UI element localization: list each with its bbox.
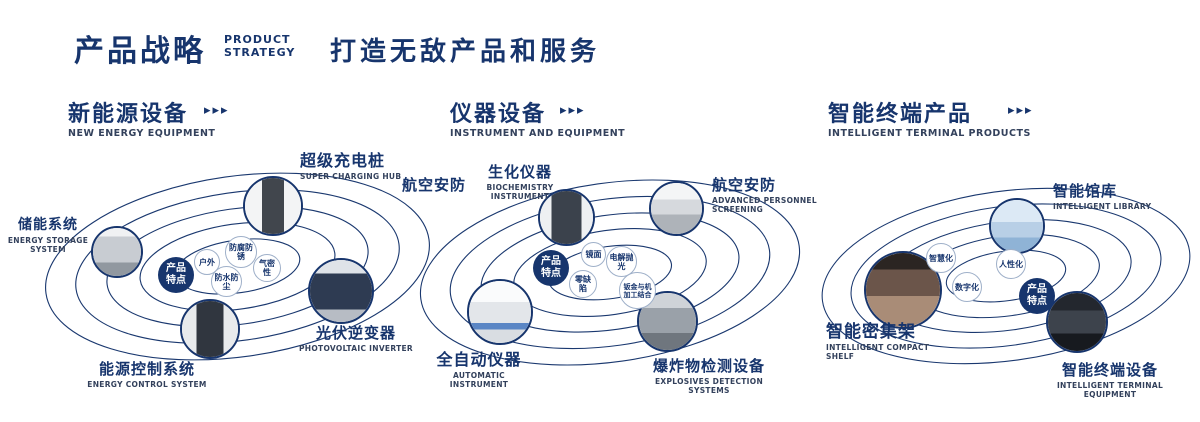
product-label-automatic-instrument: 全自动仪器 AUTOMATIC INSTRUMENT [424,350,534,390]
photovoltaic-inverter-photo [310,260,372,322]
product-circle-energy-control [180,299,240,359]
product-name: 光伏逆变器 [315,324,396,342]
product-circle-intelligent-library [989,198,1045,254]
product-name-en: INTELLIGENT TERMINAL EQUIPMENT [1056,381,1164,399]
product-features-badge: 产品特点 [533,250,569,286]
product-name-en: EXPLOSIVES DETECTION SYSTEMS [654,377,764,395]
feature-bubble: 电解抛光 [606,246,637,277]
page-title-en-line2: STRATEGY [224,46,296,59]
product-name-en: INTELLIGENT LIBRARY [1053,202,1152,211]
feature-bubble: 防水防尘 [211,266,242,297]
product-name: 智能密集架 [826,322,916,342]
tagline: 打造无敌产品和服务 [330,37,601,67]
product-circle-biochemistry [538,189,595,246]
product-label-terminal-equipment: 智能终端设备 INTELLIGENT TERMINAL EQUIPMENT [1032,361,1188,399]
product-label-explosives-detection: 爆炸物检测设备 EXPLOSIVES DETECTION SYSTEMS [636,357,782,395]
badge-label: 产品特点 [541,256,561,279]
product-name-en: ENERGY CONTROL SYSTEM [87,380,207,389]
terminal-equipment-photo [1048,293,1106,351]
product-name: 全自动仪器 [436,350,522,369]
feature-bubble: 数字化 [952,272,982,302]
section-title-new-energy: 新能源设备 [68,102,189,127]
orbit-ellipses [419,179,801,366]
product-name-en: AUTOMATIC INSTRUMENT [449,371,509,389]
product-name: 智能终端设备 [1061,361,1158,379]
feature-bubble: 人性化 [996,249,1026,279]
chevrons-icon: ▸▸▸ [1008,103,1034,118]
product-name: 生化仪器 [487,163,552,181]
product-label-personnel-screening: 航空安防 ADVANCED PERSONNEL SCREENING [712,176,820,214]
product-label-super-charging-hub: 超级充电桩 SUPER CHARGING HUB [300,151,402,182]
product-name-en: PHOTOVOLTAIC INVERTER [298,344,414,353]
product-label-compact-shelf: 智能密集架 INTELLIGENT COMPACT SHELF [826,323,956,361]
product-circle-photovoltaic-inverter [308,258,374,324]
product-name: 能源控制系统 [98,360,195,378]
product-name-en: ENERGY STORAGE SYSTEM [7,236,89,254]
page-title: 产品战略 [74,34,206,69]
product-name-en: ADVANCED PERSONNEL SCREENING [712,196,817,214]
product-name: 航空安防 [402,176,467,194]
product-circle-super-charging-hub [243,176,303,236]
product-name-en: SUPER CHARGING HUB [300,172,402,181]
product-name: 航空安防 [712,176,777,194]
product-circle-terminal-equipment [1046,291,1108,353]
label-aviation-security: 航空安防 [402,176,466,194]
orbit-rings-new-energy [35,160,440,373]
feature-bubble: 智慧化 [926,243,956,273]
feature-bubble: 防腐防锈 [225,236,257,268]
product-name: 储能系统 [18,217,78,233]
energy-control-photo [182,301,238,357]
product-label-biochemistry: 生化仪器 BIOCHEMISTRY INSTRUMENT [470,163,570,201]
product-circle-automatic-instrument [467,279,533,345]
product-name-en: BIOCHEMISTRY INSTRUMENT [486,183,554,201]
page-title-en-line1: PRODUCT [224,33,291,46]
product-name-en: INTELLIGENT COMPACT SHELF [826,343,930,361]
chevrons-icon: ▸▸▸ [204,103,230,118]
personnel-screening-photo [651,183,702,234]
badge-label: 产品特点 [166,263,186,286]
section-title-instrument: 仪器设备 [450,102,547,127]
product-name: 爆炸物检测设备 [652,357,765,375]
feature-bubble: 镜面 [581,242,606,267]
orbit-ellipses [45,172,430,361]
section-subtitle-instrument: INSTRUMENT AND EQUIPMENT [450,128,626,139]
product-circle-energy-storage [91,226,143,278]
product-label-intelligent-library: 智能馆库 INTELLIGENT LIBRARY [1053,182,1173,211]
product-name: 超级充电桩 [300,151,386,170]
biochemistry-photo [540,191,593,244]
automatic-instrument-photo [469,281,531,343]
product-circle-personnel-screening [649,181,704,236]
product-name: 智能馆库 [1053,182,1118,200]
badge-label: 产品特点 [1027,284,1047,307]
section-subtitle-new-energy: NEW ENERGY EQUIPMENT [68,128,216,139]
product-label-energy-storage: 储能系统 ENERGY STORAGE SYSTEM [2,216,94,254]
section-title-intelligent: 智能终端产品 [828,102,973,127]
feature-bubble: 零缺陷 [569,270,597,298]
feature-bubble: 气密性 [253,254,281,282]
feature-bubble: 钣金与机加工结合 [619,272,656,309]
energy-storage-photo [93,228,141,276]
super-charging-hub-photo [245,178,301,234]
product-label-energy-control: 能源控制系统 ENERGY CONTROL SYSTEM [82,360,212,389]
product-features-badge: 产品特点 [158,257,194,293]
intelligent-library-photo [991,200,1043,252]
product-label-photovoltaic-inverter: 光伏逆变器 PHOTOVOLTAIC INVERTER [298,324,414,353]
orbit-rings-instrument [410,167,810,378]
section-subtitle-intelligent: INTELLIGENT TERMINAL PRODUCTS [828,128,1031,139]
product-features-badge: 产品特点 [1019,278,1055,314]
chevrons-icon: ▸▸▸ [560,103,586,118]
page-title-en: PRODUCT STRATEGY [224,33,295,59]
